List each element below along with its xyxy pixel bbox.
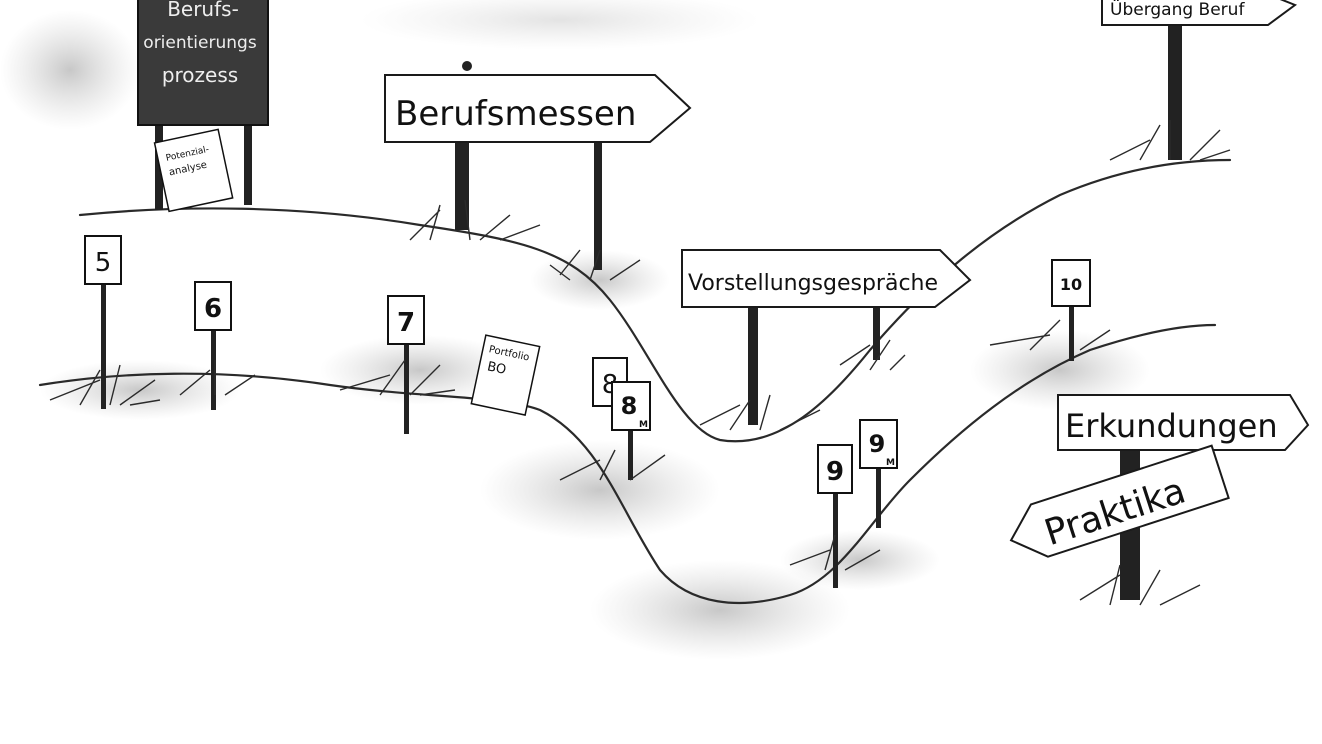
marker-number: 5 — [95, 248, 112, 278]
marker-number: 9 — [826, 457, 844, 487]
sign-erkundungen-label: Erkundungen — [1065, 407, 1278, 445]
potential-analysis-note: Potenzial- analyse — [153, 128, 234, 213]
sign-uebergang-beruf: Übergang Beruf — [1101, 0, 1298, 161]
sign-vorstellungsgespraeche: Vorstellungsgespräche — [681, 249, 972, 431]
marker-6: 6 — [194, 281, 232, 410]
board-line-1: Berufs- — [167, 0, 239, 21]
upper-path-line — [78, 158, 1232, 443]
grass-tufts — [49, 319, 1111, 571]
marker-5: 5 — [84, 235, 122, 409]
sign-berufsmessen: Berufsmessen — [384, 61, 692, 281]
board-line-2: orientierungs — [143, 33, 257, 53]
marker-10: 10 — [1051, 259, 1091, 361]
marker-tag: M — [639, 420, 648, 430]
portfolio-subtitle: BO — [486, 359, 508, 378]
marker-8-m: 8 M — [611, 381, 651, 480]
sign-uebergang-beruf-label: Übergang Beruf — [1110, 0, 1245, 20]
portfolio-bo-note: Portfolio BO — [470, 334, 541, 416]
sign-vorstellungsgespraeche-label: Vorstellungsgespräche — [688, 271, 938, 296]
marker-number: 10 — [1060, 275, 1082, 294]
career-orientation-board: Berufs- orientierungs prozess Potenzial-… — [137, 0, 269, 213]
marker-9-m: 9 M — [859, 419, 898, 528]
marker-tag: M — [886, 458, 895, 468]
sign-berufsmessen-label: Berufsmessen — [395, 94, 636, 134]
lower-path-line — [38, 323, 1217, 604]
marker-number: 7 — [397, 308, 415, 338]
marker-number: 9 — [869, 430, 886, 458]
marker-number: 8 — [621, 392, 638, 420]
sign-erkundungen-praktika: Erkundungen Praktika — [1009, 394, 1310, 606]
marker-9: 9 — [817, 444, 853, 588]
marker-7: 7 — [387, 295, 425, 434]
board-line-3: prozess — [162, 63, 238, 87]
marker-number: 6 — [204, 294, 222, 324]
